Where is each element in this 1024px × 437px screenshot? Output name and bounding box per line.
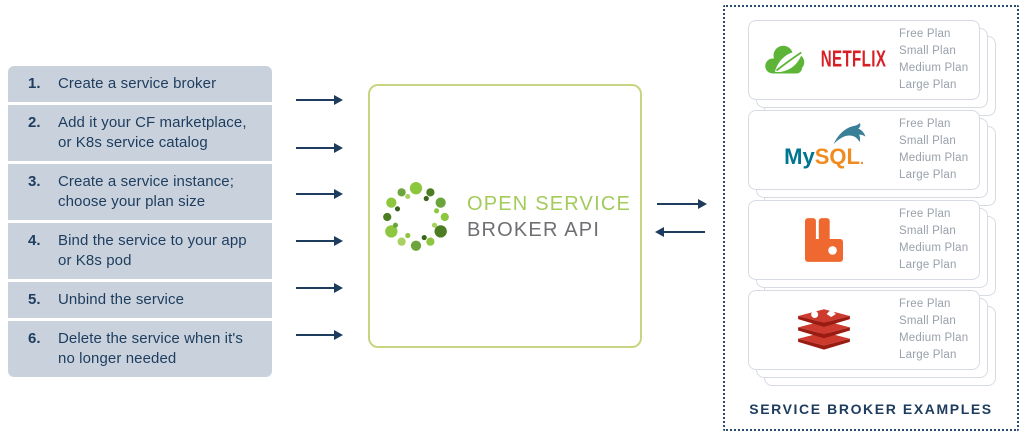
plan-item: Free Plan — [899, 298, 951, 310]
step-text: Create a service broker — [58, 75, 217, 92]
plan-item: Large Plan — [899, 79, 957, 91]
broker-card-netflix: NETFLIX Free Plan Small Plan Medium Plan… — [748, 20, 980, 100]
broker-cards: NETFLIX Free Plan Small Plan Medium Plan… — [748, 20, 996, 386]
step-number: 5. — [28, 291, 41, 308]
arrow-right-icon — [296, 283, 343, 293]
step-item-6: 6. Delete the service when it's no longe… — [8, 321, 272, 377]
spring-cloud-leaf-icon — [765, 45, 805, 74]
plan-item: Small Plan — [899, 45, 956, 57]
plan-list: Free Plan Small Plan Medium Plan Large P… — [899, 111, 979, 189]
step-text: Create a service instance; choose your p… — [58, 173, 235, 210]
plan-list: Free Plan Small Plan Medium Plan Large P… — [899, 201, 979, 279]
plan-item: Medium Plan — [899, 332, 969, 344]
step-text: Bind the service to your app or K8s pod — [58, 232, 247, 269]
plan-item: Free Plan — [899, 208, 951, 220]
mysql-dolphin-icon — [833, 122, 866, 145]
plan-list: Free Plan Small Plan Medium Plan Large P… — [899, 291, 979, 369]
osb-wordmark-line2: BROKER API — [466, 218, 601, 241]
osb-api-wordmark: OPEN SERVICE BROKER API — [467, 193, 631, 242]
plan-item: Large Plan — [899, 259, 957, 271]
step-text: Unbind the service — [58, 291, 185, 308]
plan-item: Free Plan — [899, 28, 951, 40]
plan-item: Medium Plan — [899, 242, 969, 254]
step-number: 3. — [28, 173, 41, 190]
arrow-right-icon — [296, 330, 343, 340]
arrow-left-icon — [655, 227, 705, 237]
broker-card-stack-netflix: NETFLIX Free Plan Small Plan Medium Plan… — [748, 20, 996, 116]
step-item-4: 4. Bind the service to your app or K8s p… — [8, 223, 272, 279]
netflix-wordmark: NETFLIX — [820, 46, 887, 73]
plan-item: Free Plan — [899, 118, 951, 130]
redis-icon — [798, 309, 850, 350]
broker-card-logo-area: NETFLIX — [749, 21, 899, 99]
plan-item: Large Plan — [899, 349, 957, 361]
arrow-right-icon — [296, 236, 343, 246]
step-item-3: 3. Create a service instance; choose you… — [8, 164, 272, 220]
broker-card-stack-rabbitmq: Free Plan Small Plan Medium Plan Large P… — [748, 200, 996, 296]
osb-wordmark-line1: OPEN SERVICE — [466, 192, 632, 215]
arrow-right-icon — [657, 199, 707, 209]
broker-card-stack-redis: Free Plan Small Plan Medium Plan Large P… — [748, 290, 996, 386]
broker-card-logo-area — [749, 291, 899, 369]
plan-item: Medium Plan — [899, 152, 969, 164]
mysql-wordmark-sql: SQL — [814, 144, 860, 169]
broker-card-rabbitmq: Free Plan Small Plan Medium Plan Large P… — [748, 200, 980, 280]
steps-list: 1. Create a service broker 2. Add it you… — [8, 66, 272, 377]
step-text: Delete the service when it's no longer n… — [58, 330, 243, 367]
service-broker-examples-panel: NETFLIX Free Plan Small Plan Medium Plan… — [723, 5, 1019, 431]
plan-item: Small Plan — [899, 315, 956, 327]
mysql-wordmark: MySQL. — [784, 122, 866, 170]
step-item-1: 1. Create a service broker — [8, 66, 272, 102]
step-number: 1. — [28, 75, 41, 92]
arrow-right-icon — [296, 143, 343, 153]
rabbitmq-icon — [805, 218, 843, 262]
plan-item: Medium Plan — [899, 62, 969, 74]
step-number: 6. — [28, 330, 41, 347]
plan-item: Small Plan — [899, 135, 956, 147]
broker-card-redis: Free Plan Small Plan Medium Plan Large P… — [748, 290, 980, 370]
step-item-2: 2. Add it your CF marketplace, or K8s se… — [8, 105, 272, 161]
step-number: 2. — [28, 114, 41, 131]
plan-item: Small Plan — [899, 225, 956, 237]
step-number: 4. — [28, 232, 41, 249]
plan-list: Free Plan Small Plan Medium Plan Large P… — [899, 21, 979, 99]
arrow-right-icon — [296, 95, 343, 105]
broker-card-mysql: MySQL. Free Plan Small Plan Medium Plan … — [748, 110, 980, 190]
broker-card-logo-area: MySQL. — [749, 111, 899, 189]
step-item-5: 5. Unbind the service — [8, 282, 272, 318]
panel-title: SERVICE BROKER EXAMPLES — [749, 401, 993, 417]
osb-dots-ring-icon — [383, 182, 449, 251]
broker-card-logo-area — [749, 201, 899, 279]
mysql-wordmark-period: . — [859, 151, 864, 167]
arrow-right-icon — [296, 189, 343, 199]
step-text: Add it your CF marketplace, or K8s servi… — [58, 114, 247, 151]
plan-item: Large Plan — [899, 169, 957, 181]
mysql-wordmark-my: My — [784, 144, 815, 169]
broker-card-stack-mysql: MySQL. Free Plan Small Plan Medium Plan … — [748, 110, 996, 206]
osb-api-logo: OPEN SERVICE BROKER API — [379, 180, 631, 254]
osb-api-box: OPEN SERVICE BROKER API — [368, 84, 642, 348]
